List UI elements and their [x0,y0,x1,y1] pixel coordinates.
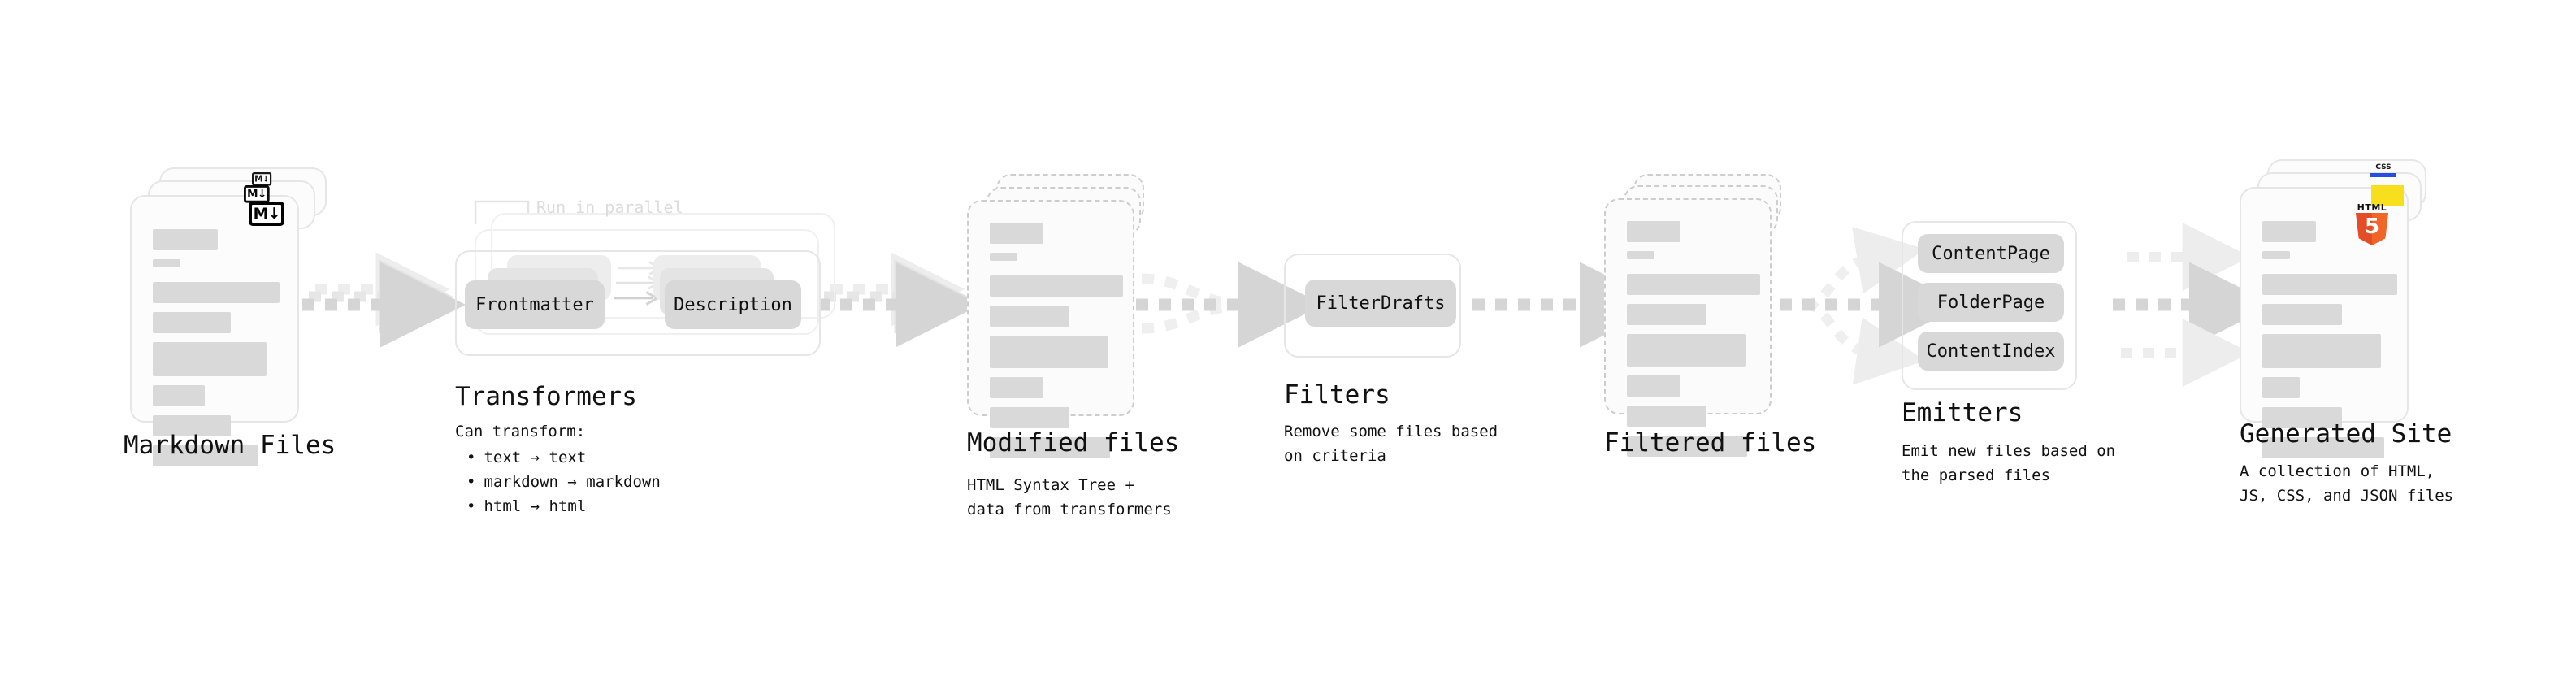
placeholder-bar [1627,221,1680,242]
stage-title-filters: Filters [1284,380,1390,410]
placeholder-bar [1627,274,1760,295]
connector-emitters-to-site [2113,223,2275,387]
transformers-description: Can transform: text → text markdown → ma… [455,419,661,518]
list-item: markdown → markdown [466,470,660,494]
placeholder-bar [153,312,231,333]
placeholder-bar [153,445,258,466]
markdown-card-content [132,197,297,466]
placeholder-bar [1627,375,1680,397]
markdown-icon: M↓ [244,185,270,203]
placeholder-bar [2262,304,2342,325]
markdown-card-front [130,195,299,466]
placeholder-bar [990,306,1069,327]
javascript-icon [2371,185,2404,206]
html5-icon: HTML 5 [2353,203,2391,245]
placeholder-bar [1627,304,1706,325]
css3-icon-label: CSS [2375,163,2392,171]
transformer-chip-description[interactable]: Description [665,280,801,329]
site-card-content [2241,189,2407,458]
stage-title-transformers: Transformers [455,382,637,411]
placeholder-bar [153,229,218,250]
site-card-front [2240,187,2409,458]
html5-icon-label: HTML [2357,202,2387,213]
stage-title-filtered-files: Filtered files [1604,428,1817,458]
placeholder-bar [990,223,1043,244]
transformers-box-back [491,213,835,319]
css3-icon: CSS [2370,164,2397,180]
placeholder-bar [2262,377,2300,398]
placeholder-bar [2262,274,2397,295]
emitter-chip-contentpage[interactable]: ContentPage [1918,234,2064,273]
placeholder-bar [2262,251,2290,259]
list-item: text → text [466,445,661,470]
filtered-card-front [1604,198,1772,457]
connector-modified-to-filters [1136,262,1324,348]
filters-box [1284,254,1461,358]
filtered-card-content [1606,200,1770,457]
emitter-chip-folderpage[interactable]: FolderPage [1918,283,2064,322]
transformers-box-front [455,250,821,356]
connector-filtered-to-emitters [1780,226,1964,385]
placeholder-bar [990,437,1110,458]
run-in-parallel-label: Run in parallel [536,197,683,217]
placeholder-bar [153,342,267,376]
emitters-description: Emit new files based on the parsed files [1902,442,2116,484]
placeholder-bar [1627,334,1746,367]
transformers-bullet-list: text → text markdown → markdown html → h… [455,445,661,518]
placeholder-bar [153,282,280,303]
placeholder-bar [1627,406,1706,427]
placeholder-bar [990,336,1108,368]
placeholder-bar [2262,437,2384,458]
filter-chip-filterdrafts[interactable]: FilterDrafts [1305,280,1456,327]
css3-icon-rule [2370,173,2396,177]
modified-card-front [967,200,1134,458]
list-item: html → html [466,494,661,518]
filters-description: Remove some files based on criteria [1284,423,1498,465]
placeholder-bar [990,407,1069,428]
markdown-icon: M↓ [252,172,272,186]
placeholder-bar [990,253,1017,261]
markdown-icon: M↓ [249,202,284,226]
html5-icon-shield: 5 [2356,213,2388,245]
placeholder-bar [2262,221,2316,242]
transformers-lead: Can transform: [455,423,586,440]
placeholder-bar [1627,251,1654,259]
modified-files-description: HTML Syntax Tree + data from transformer… [967,476,1172,518]
placeholder-bar [2262,407,2342,428]
stage-title-modified-files: Modified files [967,428,1180,458]
placeholder-bar [990,275,1123,297]
html5-icon-number: 5 [2364,215,2380,239]
placeholder-bar [990,377,1043,398]
generated-site-description: A collection of HTML, JS, CSS, and JSON … [2240,462,2454,505]
transformer-chip-frontmatter[interactable]: Frontmatter [465,280,605,329]
placeholder-bar [2262,334,2381,368]
placeholder-bar [153,385,205,406]
modified-card-content [969,202,1133,458]
placeholder-bar [153,415,231,436]
emitters-box [1902,221,2077,390]
stage-title-generated-site: Generated Site [2240,419,2452,449]
connector-markdown-to-transformers [302,252,466,348]
stage-title-markdown-files: Markdown Files [124,431,336,460]
stage-title-emitters: Emitters [1902,398,2023,427]
placeholder-bar [1627,436,1747,457]
emitter-chip-contentindex[interactable]: ContentIndex [1918,332,2064,371]
placeholder-bar [153,259,180,267]
